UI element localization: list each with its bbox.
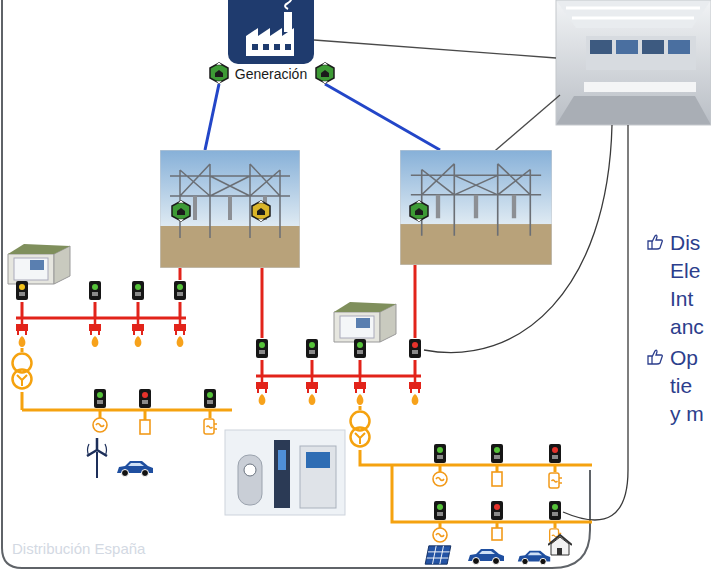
charging-stations-photo <box>225 430 345 515</box>
hexagon-icon <box>172 200 190 222</box>
hexagon-icon <box>316 62 334 84</box>
hexagon-icon <box>210 62 228 84</box>
meter-symbol <box>549 473 562 488</box>
outer-frame <box>2 0 590 568</box>
transformer-symbol <box>13 354 32 389</box>
substation-photo <box>400 150 552 265</box>
bullet-text: Dis Ele Int anc <box>670 229 706 341</box>
control-room-photo <box>556 0 711 125</box>
meter-symbol <box>204 419 217 434</box>
electric-car-icon <box>468 549 504 565</box>
medium-voltage-lines <box>16 265 421 376</box>
low-voltage-lines <box>22 348 592 528</box>
bullet-hand-icon <box>648 350 662 364</box>
smart-devices <box>16 281 561 520</box>
electric-car-icon <box>117 461 153 477</box>
secondary-substation <box>334 302 396 342</box>
hexagon-icon <box>252 200 270 222</box>
transformer-symbol <box>351 412 370 447</box>
node-text: Generación <box>235 66 307 82</box>
bullet-hand-icon <box>648 235 662 249</box>
hexagon-icon <box>410 200 428 222</box>
bullet-text: Op tie y m <box>670 344 706 428</box>
substation-photo <box>160 150 300 268</box>
electric-car-icon <box>518 551 550 565</box>
factory-icon <box>228 0 314 64</box>
load-symbols <box>93 418 502 542</box>
secondary-substation <box>8 244 70 284</box>
watermark: Distribución España <box>12 540 145 558</box>
house-icon <box>548 535 572 555</box>
connection-lines <box>205 40 628 520</box>
switch-cells <box>16 318 421 405</box>
solar-panel-icon <box>425 546 451 564</box>
generation-node: Generación <box>225 0 317 84</box>
wind-turbine-icon <box>87 438 107 478</box>
